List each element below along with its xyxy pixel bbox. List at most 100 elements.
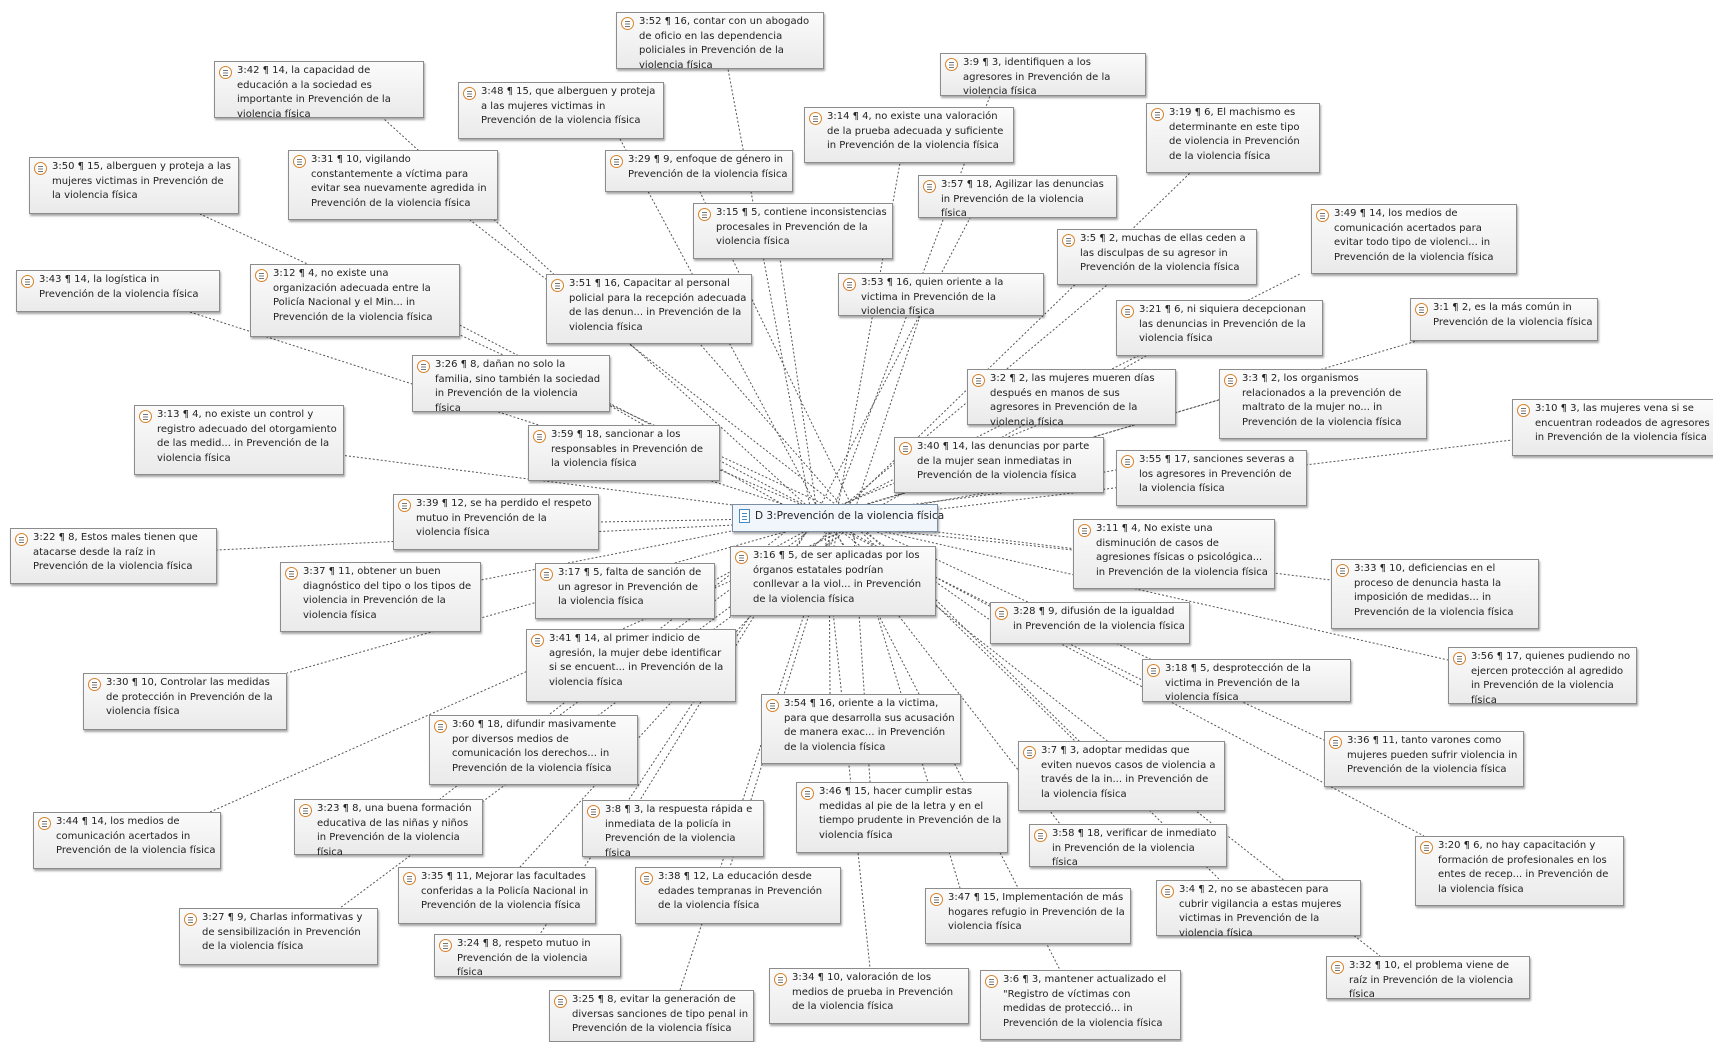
- central-document-label: D 3:Prevención de la violencia física: [755, 510, 945, 522]
- quotation-node[interactable]: 3:40 ¶ 14, las denuncias por parte de la…: [894, 437, 1104, 493]
- quotation-node[interactable]: 3:57 ¶ 18, Agilizar las denuncias in Pre…: [918, 175, 1117, 219]
- quotation-icon: [774, 973, 787, 986]
- quotation-node[interactable]: 3:36 ¶ 11, tanto varones como mujeres pu…: [1324, 731, 1524, 787]
- quotation-node[interactable]: 3:55 ¶ 17, sanciones severas a los agres…: [1116, 450, 1307, 506]
- quotation-icon: [1331, 961, 1344, 974]
- quotation-node[interactable]: 3:34 ¶ 10, valoración de los medios de p…: [769, 968, 969, 1024]
- quotation-node[interactable]: 3:53 ¶ 16, quien oriente a la victima in…: [838, 273, 1044, 317]
- quotation-node[interactable]: 3:29 ¶ 9, enfoque de género in Prevenció…: [605, 150, 793, 192]
- quotation-node[interactable]: 3:10 ¶ 3, las mujeres vena si se encuent…: [1512, 399, 1713, 456]
- quotation-text: 3:13 ¶ 4, no existe un control y registr…: [157, 409, 337, 464]
- quotation-icon: [255, 269, 268, 282]
- quotation-node[interactable]: 3:39 ¶ 12, se ha perdido el respeto mutu…: [393, 494, 599, 550]
- quotation-node[interactable]: 3:42 ¶ 14, la capacidad de educación a l…: [214, 61, 424, 120]
- quotation-icon: [139, 410, 152, 423]
- quotation-node[interactable]: 3:54 ¶ 16, oriente a la victima, para qu…: [761, 694, 961, 764]
- quotation-icon: [610, 155, 623, 168]
- quotation-text: 3:49 ¶ 14, los medios de comunicación ac…: [1334, 208, 1494, 263]
- quotation-text: 3:22 ¶ 8, Estos males tienen que atacars…: [33, 532, 198, 572]
- central-document-node[interactable]: D 3:Prevención de la violencia física: [732, 504, 944, 532]
- quotation-text: 3:42 ¶ 14, la capacidad de educación a l…: [237, 65, 391, 120]
- quotation-node[interactable]: 3:32 ¶ 10, el problema viene de raíz in …: [1326, 956, 1530, 1000]
- quotation-text: 3:54 ¶ 16, oriente a la victima, para qu…: [784, 698, 955, 753]
- quotation-node[interactable]: 3:18 ¶ 5, desprotección de la victima in…: [1142, 659, 1351, 703]
- quotation-text: 3:10 ¶ 3, las mujeres vena si se encuent…: [1535, 403, 1710, 443]
- quotation-node[interactable]: 3:15 ¶ 5, contiene inconsistencias proce…: [693, 203, 893, 259]
- quotation-node[interactable]: 3:48 ¶ 15, que alberguen y proteja a las…: [458, 82, 664, 139]
- quotation-node[interactable]: 3:31 ¶ 10, vigilando constantemente a ví…: [288, 150, 498, 220]
- quotation-text: 3:44 ¶ 14, los medios de comunicación ac…: [56, 816, 216, 856]
- quotation-text: 3:30 ¶ 10, Controlar las medidas de prot…: [106, 677, 273, 717]
- quotation-node[interactable]: 3:2 ¶ 2, las mujeres mueren días después…: [967, 369, 1176, 428]
- quotation-node[interactable]: 3:51 ¶ 16, Capacitar al personal policia…: [546, 274, 752, 344]
- quotation-node[interactable]: 3:24 ¶ 8, respeto mutuo in Prevención de…: [434, 934, 621, 978]
- quotation-icon: [463, 87, 476, 100]
- quotation-node[interactable]: 3:23 ¶ 8, una buena formación educativa …: [294, 799, 483, 858]
- quotation-node[interactable]: 3:6 ¶ 3, mantener actualizado el "Regist…: [980, 970, 1181, 1040]
- quotation-node[interactable]: 3:12 ¶ 4, no existe una organización ade…: [250, 264, 460, 337]
- quotation-icon: [403, 872, 416, 885]
- quotation-icon: [21, 275, 34, 288]
- quotation-node[interactable]: 3:14 ¶ 4, no existe una valoración de la…: [804, 107, 1014, 163]
- quotation-icon: [1062, 234, 1075, 247]
- quotation-text: 3:7 ¶ 3, adoptar medidas que eviten nuev…: [1041, 745, 1216, 800]
- link-line: [469, 219, 854, 519]
- quotation-node[interactable]: 3:43 ¶ 14, la logística in Prevención de…: [16, 270, 220, 312]
- quotation-node[interactable]: 3:17 ¶ 5, falta de sanción de un agresor…: [535, 563, 715, 619]
- quotation-node[interactable]: 3:56 ¶ 17, quienes pudiendo no ejercen p…: [1448, 647, 1637, 706]
- link-line: [852, 315, 921, 516]
- quotation-node[interactable]: 3:16 ¶ 5, de ser aplicadas por los órgan…: [730, 546, 936, 616]
- quotation-node[interactable]: 3:58 ¶ 18, verificar de inmediato in Pre…: [1029, 824, 1227, 868]
- quotation-icon: [809, 112, 822, 125]
- quotation-node[interactable]: 3:50 ¶ 15, alberguen y proteja a las muj…: [29, 157, 239, 214]
- quotation-node[interactable]: 3:59 ¶ 18, sancionar a los responsables …: [528, 425, 720, 481]
- quotation-node[interactable]: 3:44 ¶ 14, los medios de comunicación ac…: [33, 812, 221, 869]
- quotation-node[interactable]: 3:7 ¶ 3, adoptar medidas que eviten nuev…: [1018, 741, 1225, 811]
- quotation-icon: [640, 872, 653, 885]
- quotation-node[interactable]: 3:1 ¶ 2, es la más común in Prevención d…: [1410, 298, 1598, 341]
- quotation-node[interactable]: 3:60 ¶ 18, difundir masivamente por dive…: [429, 715, 638, 785]
- quotation-node[interactable]: 3:11 ¶ 4, No existe una disminución de c…: [1073, 519, 1275, 589]
- quotation-node[interactable]: 3:3 ¶ 2, los organismos relacionados a l…: [1219, 369, 1427, 439]
- quotation-text: 3:56 ¶ 17, quienes pudiendo no ejercen p…: [1471, 651, 1631, 706]
- quotation-text: 3:53 ¶ 16, quien oriente a la victima in…: [861, 277, 1004, 317]
- link-line: [816, 517, 1143, 681]
- quotation-icon: [299, 804, 312, 817]
- quotation-node[interactable]: 3:37 ¶ 11, obtener un buen diagnóstico d…: [280, 562, 481, 632]
- quotation-text: 3:28 ¶ 9, difusión de la igualdad in Pre…: [1013, 606, 1185, 632]
- quotation-icon: [293, 155, 306, 168]
- quotation-node[interactable]: 3:4 ¶ 2, no se abastecen para cubrir vig…: [1156, 880, 1361, 939]
- quotation-node[interactable]: 3:33 ¶ 10, deficiencias en el proceso de…: [1331, 559, 1539, 629]
- quotation-node[interactable]: 3:13 ¶ 4, no existe un control y registr…: [134, 405, 344, 475]
- quotation-text: 3:59 ¶ 18, sancionar a los responsables …: [551, 429, 704, 469]
- quotation-node[interactable]: 3:22 ¶ 8, Estos males tienen que atacars…: [10, 528, 217, 584]
- quotation-node[interactable]: 3:38 ¶ 12, La educación desde edades tem…: [635, 867, 841, 924]
- quotation-node[interactable]: 3:26 ¶ 8, dañan no solo la familia, sino…: [412, 355, 610, 414]
- quotation-node[interactable]: 3:30 ¶ 10, Controlar las medidas de prot…: [83, 673, 287, 730]
- quotation-node[interactable]: 3:19 ¶ 6, El machismo es determinante en…: [1146, 103, 1320, 173]
- quotation-node[interactable]: 3:5 ¶ 2, muchas de ellas ceden a las dis…: [1057, 229, 1257, 285]
- quotation-icon: [1023, 746, 1036, 759]
- quotation-node[interactable]: 3:21 ¶ 6, ni siquiera decepcionan las de…: [1116, 300, 1323, 356]
- quotation-node[interactable]: 3:47 ¶ 15, Implementación de más hogares…: [925, 888, 1131, 944]
- quotation-node[interactable]: 3:9 ¶ 3, identifiquen a los agresores in…: [940, 53, 1146, 97]
- quotation-text: 3:21 ¶ 6, ni siquiera decepcionan las de…: [1139, 304, 1306, 344]
- quotation-text: 3:18 ¶ 5, desprotección de la victima in…: [1165, 663, 1312, 703]
- quotation-text: 3:43 ¶ 14, la logística in Prevención de…: [39, 274, 199, 300]
- quotation-node[interactable]: 3:25 ¶ 8, evitar la generación de divers…: [549, 990, 754, 1042]
- quotation-node[interactable]: 3:52 ¶ 16, contar con un abogado de ofic…: [616, 12, 824, 71]
- quotation-node[interactable]: 3:27 ¶ 9, Charlas informativas y de sens…: [179, 908, 378, 965]
- quotation-text: 3:40 ¶ 14, las denuncias por parte de la…: [917, 441, 1090, 481]
- quotation-node[interactable]: 3:28 ¶ 9, difusión de la igualdad in Pre…: [990, 602, 1190, 644]
- quotation-node[interactable]: 3:41 ¶ 14, al primer indicio de agresión…: [526, 629, 736, 702]
- quotation-text: 3:1 ¶ 2, es la más común in Prevención d…: [1433, 302, 1593, 328]
- quotation-text: 3:46 ¶ 15, hacer cumplir estas medidas a…: [819, 786, 1002, 841]
- quotation-node[interactable]: 3:35 ¶ 11, Mejorar las facultades confer…: [398, 867, 596, 924]
- quotation-text: 3:19 ¶ 6, El machismo es determinante en…: [1169, 107, 1300, 162]
- quotation-node[interactable]: 3:49 ¶ 14, los medios de comunicación ac…: [1311, 204, 1517, 274]
- quotation-node[interactable]: 3:20 ¶ 6, no hay capacitación y formació…: [1415, 836, 1624, 906]
- quotation-text: 3:36 ¶ 11, tanto varones como mujeres pu…: [1347, 735, 1518, 775]
- quotation-icon: [972, 374, 985, 387]
- quotation-node[interactable]: 3:8 ¶ 3, la respuesta rápida e inmediata…: [582, 800, 764, 859]
- quotation-node[interactable]: 3:46 ¶ 15, hacer cumplir estas medidas a…: [796, 782, 1008, 853]
